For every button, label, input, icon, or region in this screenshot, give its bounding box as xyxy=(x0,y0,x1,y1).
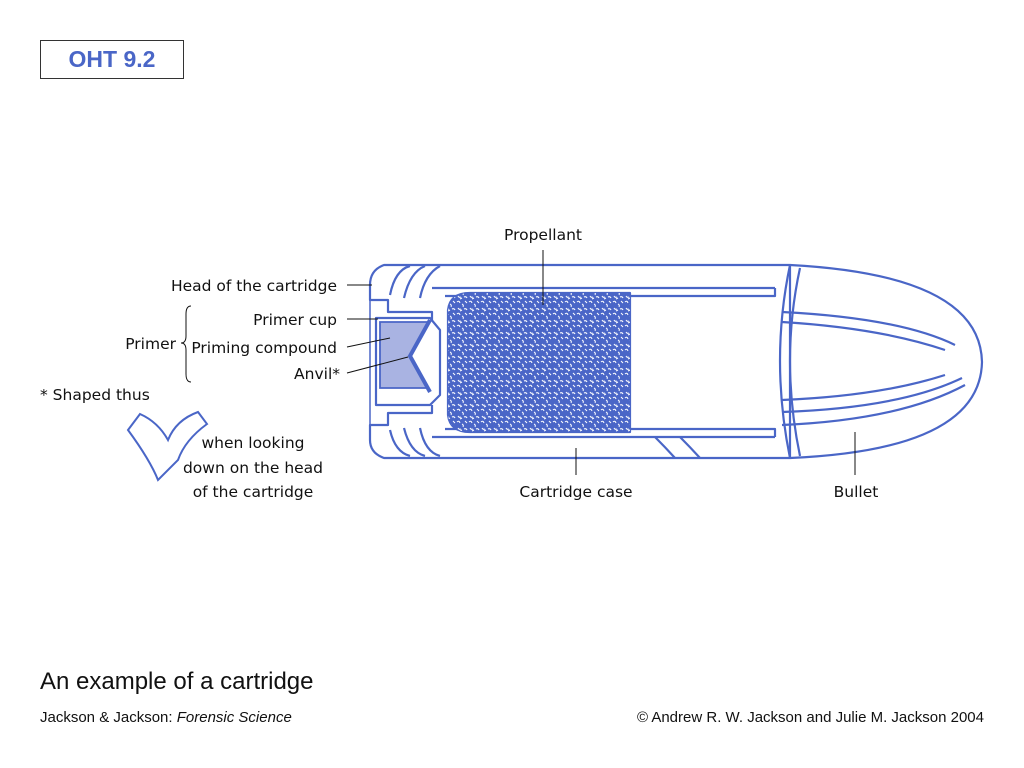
primer-brace xyxy=(180,305,192,383)
shaped-thus-label: * Shaped thus xyxy=(40,386,150,404)
note-line-1: when looking xyxy=(201,434,304,452)
anvil-leader xyxy=(346,356,409,374)
head-label: Head of the cartridge xyxy=(171,277,337,295)
priming-compound-label: Priming compound xyxy=(191,339,337,357)
propellant-label: Propellant xyxy=(504,226,582,244)
case-label: Cartridge case xyxy=(519,483,632,501)
note-line-2: down on the head xyxy=(183,459,323,477)
anvil-label: Anvil* xyxy=(294,365,340,383)
priming-compound-leader xyxy=(346,337,391,348)
bullet-label: Bullet xyxy=(834,483,879,501)
propellant-fill xyxy=(448,293,630,432)
bullet-outline xyxy=(778,263,984,460)
note-line-3: of the cartridge xyxy=(193,483,314,501)
footer-authors: Jackson & Jackson: xyxy=(40,709,173,726)
slide-caption: An example of a cartridge xyxy=(40,668,314,695)
slide-tag: OHT 9.2 xyxy=(40,40,184,79)
footer-copyright: © Andrew R. W. Jackson and Julie M. Jack… xyxy=(636,709,984,726)
anvil-shape xyxy=(407,319,432,393)
anvil-shape-icon xyxy=(126,410,209,482)
footer-book-title: Forensic Science xyxy=(176,709,292,726)
primer-label: Primer xyxy=(125,335,176,353)
footer-citation: Jackson & Jackson: Forensic Science xyxy=(40,709,292,726)
primer-cup-label: Primer cup xyxy=(253,311,337,329)
cartridge-case-outline xyxy=(432,263,792,460)
cartridge-head-outline xyxy=(368,263,442,460)
